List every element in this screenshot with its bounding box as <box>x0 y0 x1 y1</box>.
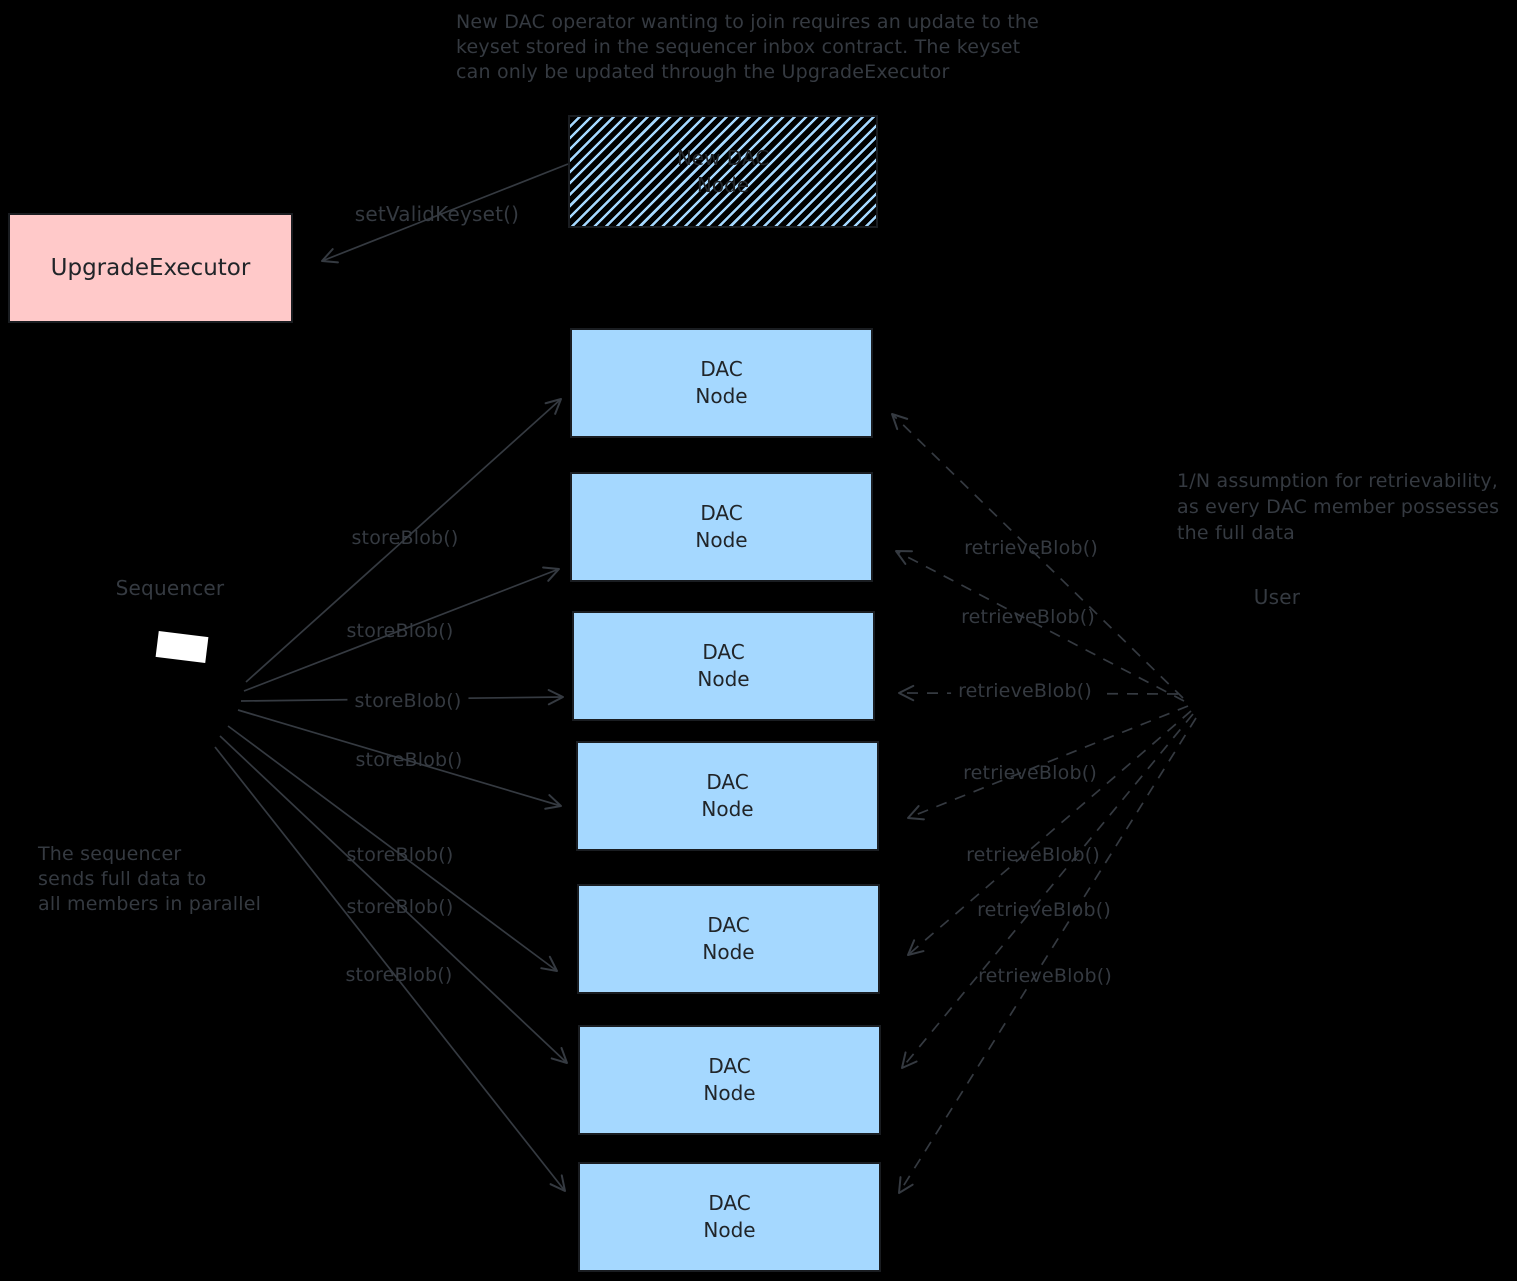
top-note: New DAC operator wanting to join require… <box>456 10 1039 85</box>
retrieve-blob-label-4: retrieveBlob() <box>963 762 1097 784</box>
user-label: User <box>1253 585 1301 609</box>
store-blob-arrow-4 <box>237 709 562 810</box>
store-blob-label-7: storeBlob() <box>345 964 453 986</box>
retrieve-blob-arrow-4 <box>907 705 1189 821</box>
dac-node-box-7: DAC Node <box>578 1162 881 1272</box>
retrieve-blob-arrow-5 <box>907 710 1192 956</box>
retrievability-note-line: the full data <box>1177 522 1295 544</box>
retrieve-blob-label-5: retrieveBlob() <box>966 844 1100 866</box>
sequencer-note-line: sends full data to <box>38 868 207 890</box>
retrievability-note-line: as every DAC member possesses <box>1177 496 1500 518</box>
dac-node-label-line2: Node <box>695 528 748 552</box>
store-blob-arrow-7 <box>214 746 566 1192</box>
retrieve-blob-label-7: retrieveBlob() <box>978 965 1112 987</box>
new-dac-node-label-line2: Node <box>696 172 750 197</box>
set-valid-keyset-arrow <box>321 163 569 264</box>
dac-node-box-4: DAC Node <box>576 741 879 851</box>
upgrade-executor-box: UpgradeExecutor <box>8 213 293 323</box>
dac-node-label-line1: DAC <box>708 1054 751 1078</box>
store-blob-arrow-1 <box>245 398 562 683</box>
retrievability-note-line: 1/N assumption for retrievability, <box>1177 470 1499 492</box>
dac-node-label-line1: DAC <box>708 1191 751 1215</box>
dac-node-label-line1: DAC <box>700 357 743 381</box>
retrieve-blob-arrow-6 <box>901 713 1194 1069</box>
sequencer-note-line: The sequencer <box>38 843 182 865</box>
dac-node-label-line1: DAC <box>700 501 743 525</box>
dac-node-label-line2: Node <box>697 667 750 691</box>
store-blob-label-3: storeBlob() <box>347 690 469 712</box>
store-blob-label-1: storeBlob() <box>351 527 459 549</box>
store-blob-label-5: storeBlob() <box>346 844 454 866</box>
new-dac-node-box: New DAC Node <box>568 115 878 228</box>
dac-node-label-line2: Node <box>695 384 748 408</box>
retrievability-note: 1/N assumption for retrievability, as ev… <box>1177 468 1499 546</box>
retrieve-blob-arrow-1 <box>891 413 1184 699</box>
top-note-line: keyset stored in the sequencer inbox con… <box>456 36 1021 58</box>
sequencer-note: The sequencer sends full data to all mem… <box>38 842 261 917</box>
dac-node-label-line2: Node <box>703 1081 756 1105</box>
store-blob-label-4: storeBlob() <box>355 749 463 771</box>
upgrade-executor-label: UpgradeExecutor <box>50 254 251 281</box>
dac-node-box-3: DAC Node <box>572 611 875 721</box>
retrieve-blob-arrow-2 <box>895 550 1185 702</box>
dac-node-label-line2: Node <box>702 940 755 964</box>
new-dac-node-label-line1: New DAC <box>676 145 770 170</box>
dac-node-box-1: DAC Node <box>570 328 873 438</box>
sequencer-note-line: all members in parallel <box>38 893 262 915</box>
sequencer-label: Sequencer <box>115 576 225 600</box>
store-blob-label-6: storeBlob() <box>346 896 454 918</box>
dac-node-label-line2: Node <box>701 797 754 821</box>
top-note-line: can only be updated through the UpgradeE… <box>456 61 950 83</box>
top-note-line: New DAC operator wanting to join require… <box>456 11 1040 33</box>
set-valid-keyset-label: setValidKeyset() <box>354 202 520 226</box>
dac-node-box-6: DAC Node <box>578 1025 881 1135</box>
retrieve-blob-arrow-7 <box>898 717 1197 1194</box>
dac-node-label-line1: DAC <box>702 640 745 664</box>
retrieve-blob-label-3: retrieveBlob() <box>951 680 1099 702</box>
dac-node-box-5: DAC Node <box>577 884 880 994</box>
retrieve-blob-arrow-3 <box>898 684 1179 702</box>
store-blob-label-2: storeBlob() <box>346 620 454 642</box>
store-blob-arrow-5 <box>227 725 558 972</box>
store-blob-arrow-2 <box>243 566 560 692</box>
store-blob-arrow-6 <box>219 735 568 1064</box>
dac-node-box-2: DAC Node <box>570 472 873 582</box>
retrieve-blob-label-2: retrieveBlob() <box>961 606 1095 628</box>
retrieve-blob-label-1: retrieveBlob() <box>964 537 1098 559</box>
dac-node-label-line1: DAC <box>707 913 750 937</box>
retrieve-blob-label-6: retrieveBlob() <box>977 899 1111 921</box>
dac-node-label-line2: Node <box>703 1218 756 1242</box>
dac-node-label-line1: DAC <box>706 770 749 794</box>
